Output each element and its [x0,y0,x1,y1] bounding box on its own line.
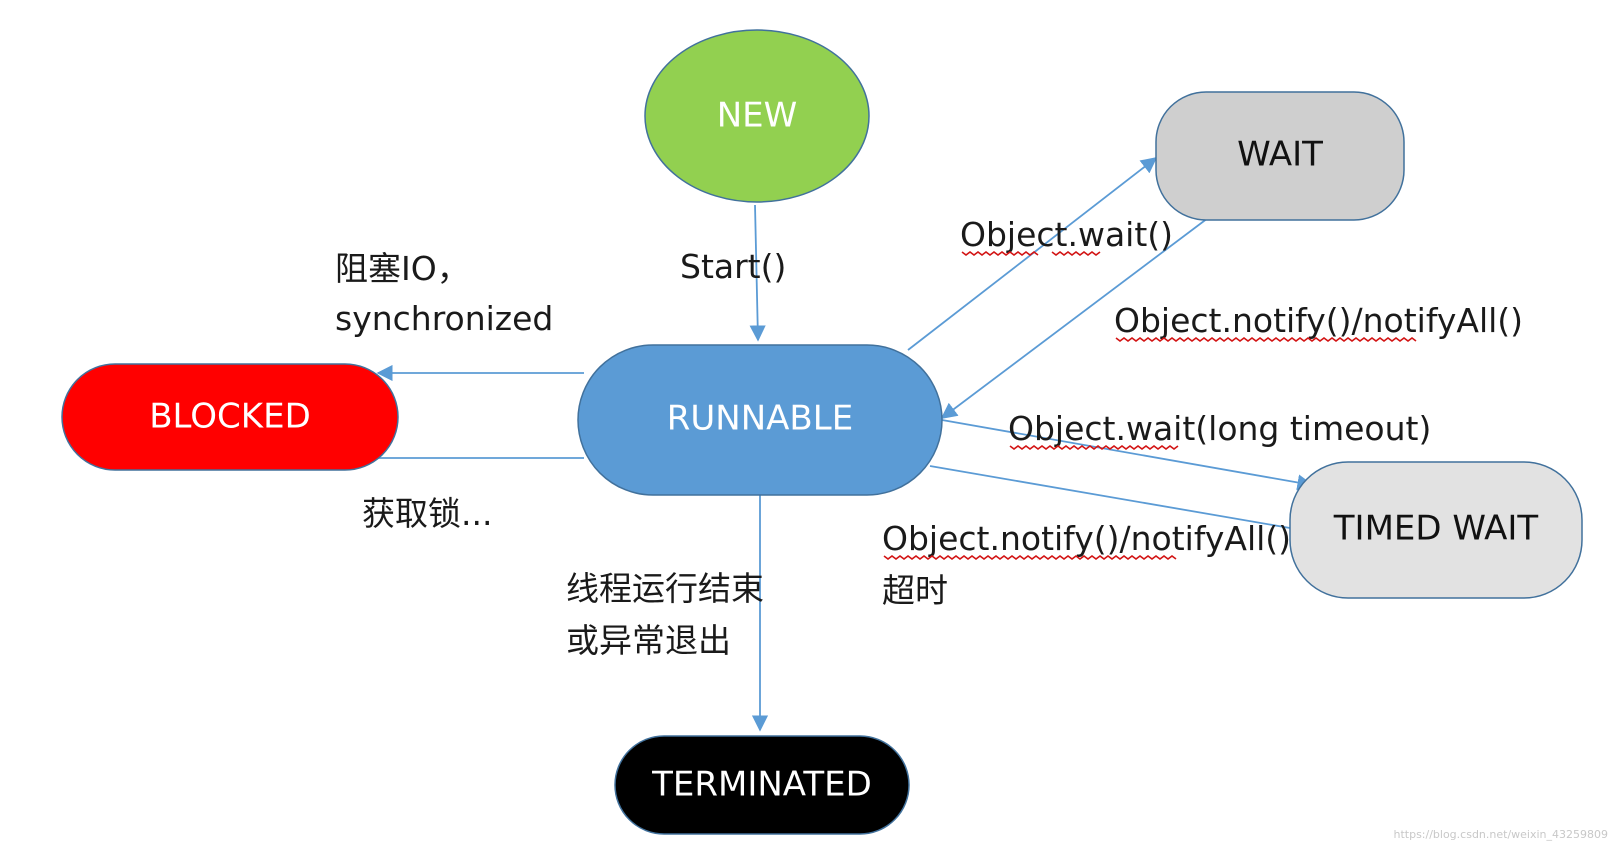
label-timed-out-line2: 超时 [882,571,948,610]
label-start: Start() [680,247,786,286]
node-blocked-label: BLOCKED [149,397,311,437]
node-wait-label: WAIT [1237,135,1323,175]
squiggle-wait-in-object [961,251,1039,256]
edge-timed-wait-to-runnable [929,465,1291,529]
edge-wait-to-runnable [940,217,1209,419]
edge-new-to-runnable [749,204,766,342]
node-terminated: TERMINATED [614,735,910,835]
node-runnable-shape [577,344,943,496]
label-timed-out-line1: Object.notify()/notifyAll() [882,519,1291,558]
label-timed-in: Object.wait(long timeout) [1008,409,1431,448]
node-new-label: NEW [717,96,798,136]
label-wait-out: Object.notify()/notifyAll() [1114,301,1523,340]
edge-runnable-to-timed-wait [941,419,1314,491]
watermark: https://blog.csdn.net/weixin_43259809 [1393,828,1608,841]
node-new-shape [644,29,870,203]
squiggle-wait-out [1115,337,1417,342]
node-terminated-shape [614,735,910,835]
label-terminate-line1: 线程运行结束 [566,569,764,608]
label-blocked-in-line1: 阻塞IO， [335,249,470,288]
node-blocked: BLOCKED [61,363,399,471]
node-new: NEW [644,29,870,203]
node-timed-wait-label: TIMED WAIT [1333,509,1539,549]
node-timed-wait: TIMED WAIT [1289,461,1583,599]
label-blocked-in-line2: synchronized [335,299,553,338]
node-wait-shape [1155,91,1405,221]
squiggle-wait-in-wait [1051,251,1101,256]
squiggle-timed-out [883,555,1177,560]
node-terminated-label: TERMINATED [651,765,872,805]
node-runnable-label: RUNNABLE [667,399,853,439]
label-terminate-line2: 或异常退出 [566,621,731,660]
label-wait-in: Object.wait() [960,215,1173,254]
node-wait: WAIT [1155,91,1405,221]
squiggle-timed-in [1009,445,1179,450]
node-blocked-shape [61,363,399,471]
node-runnable: RUNNABLE [577,344,943,496]
node-timed-wait-shape [1289,461,1583,599]
label-blocked-out: 获取锁... [362,494,492,533]
